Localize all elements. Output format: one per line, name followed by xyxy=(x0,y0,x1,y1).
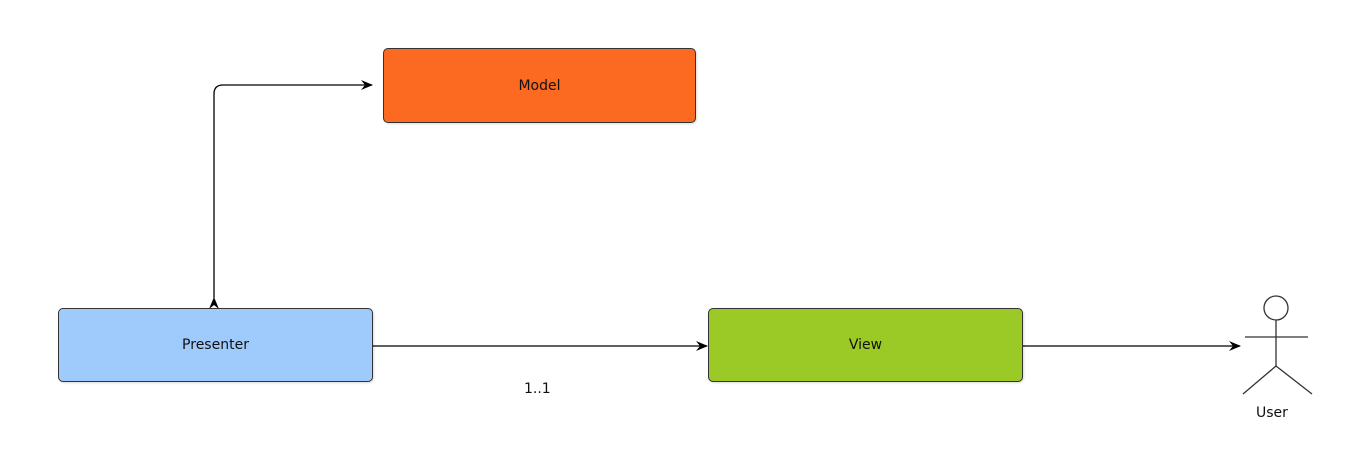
model-node[interactable]: Model xyxy=(383,48,696,123)
stick-figure-icon xyxy=(1242,295,1313,395)
model-label: Model xyxy=(518,77,561,94)
view-node[interactable]: View xyxy=(708,308,1023,382)
presenter-model-connector xyxy=(209,80,373,309)
user-actor-label: User xyxy=(1256,405,1288,421)
presenter-node[interactable]: Presenter xyxy=(58,308,373,382)
presenter-label: Presenter xyxy=(182,337,249,353)
view-label: View xyxy=(848,337,883,353)
multiplicity-label: 1..1 xyxy=(524,381,551,397)
